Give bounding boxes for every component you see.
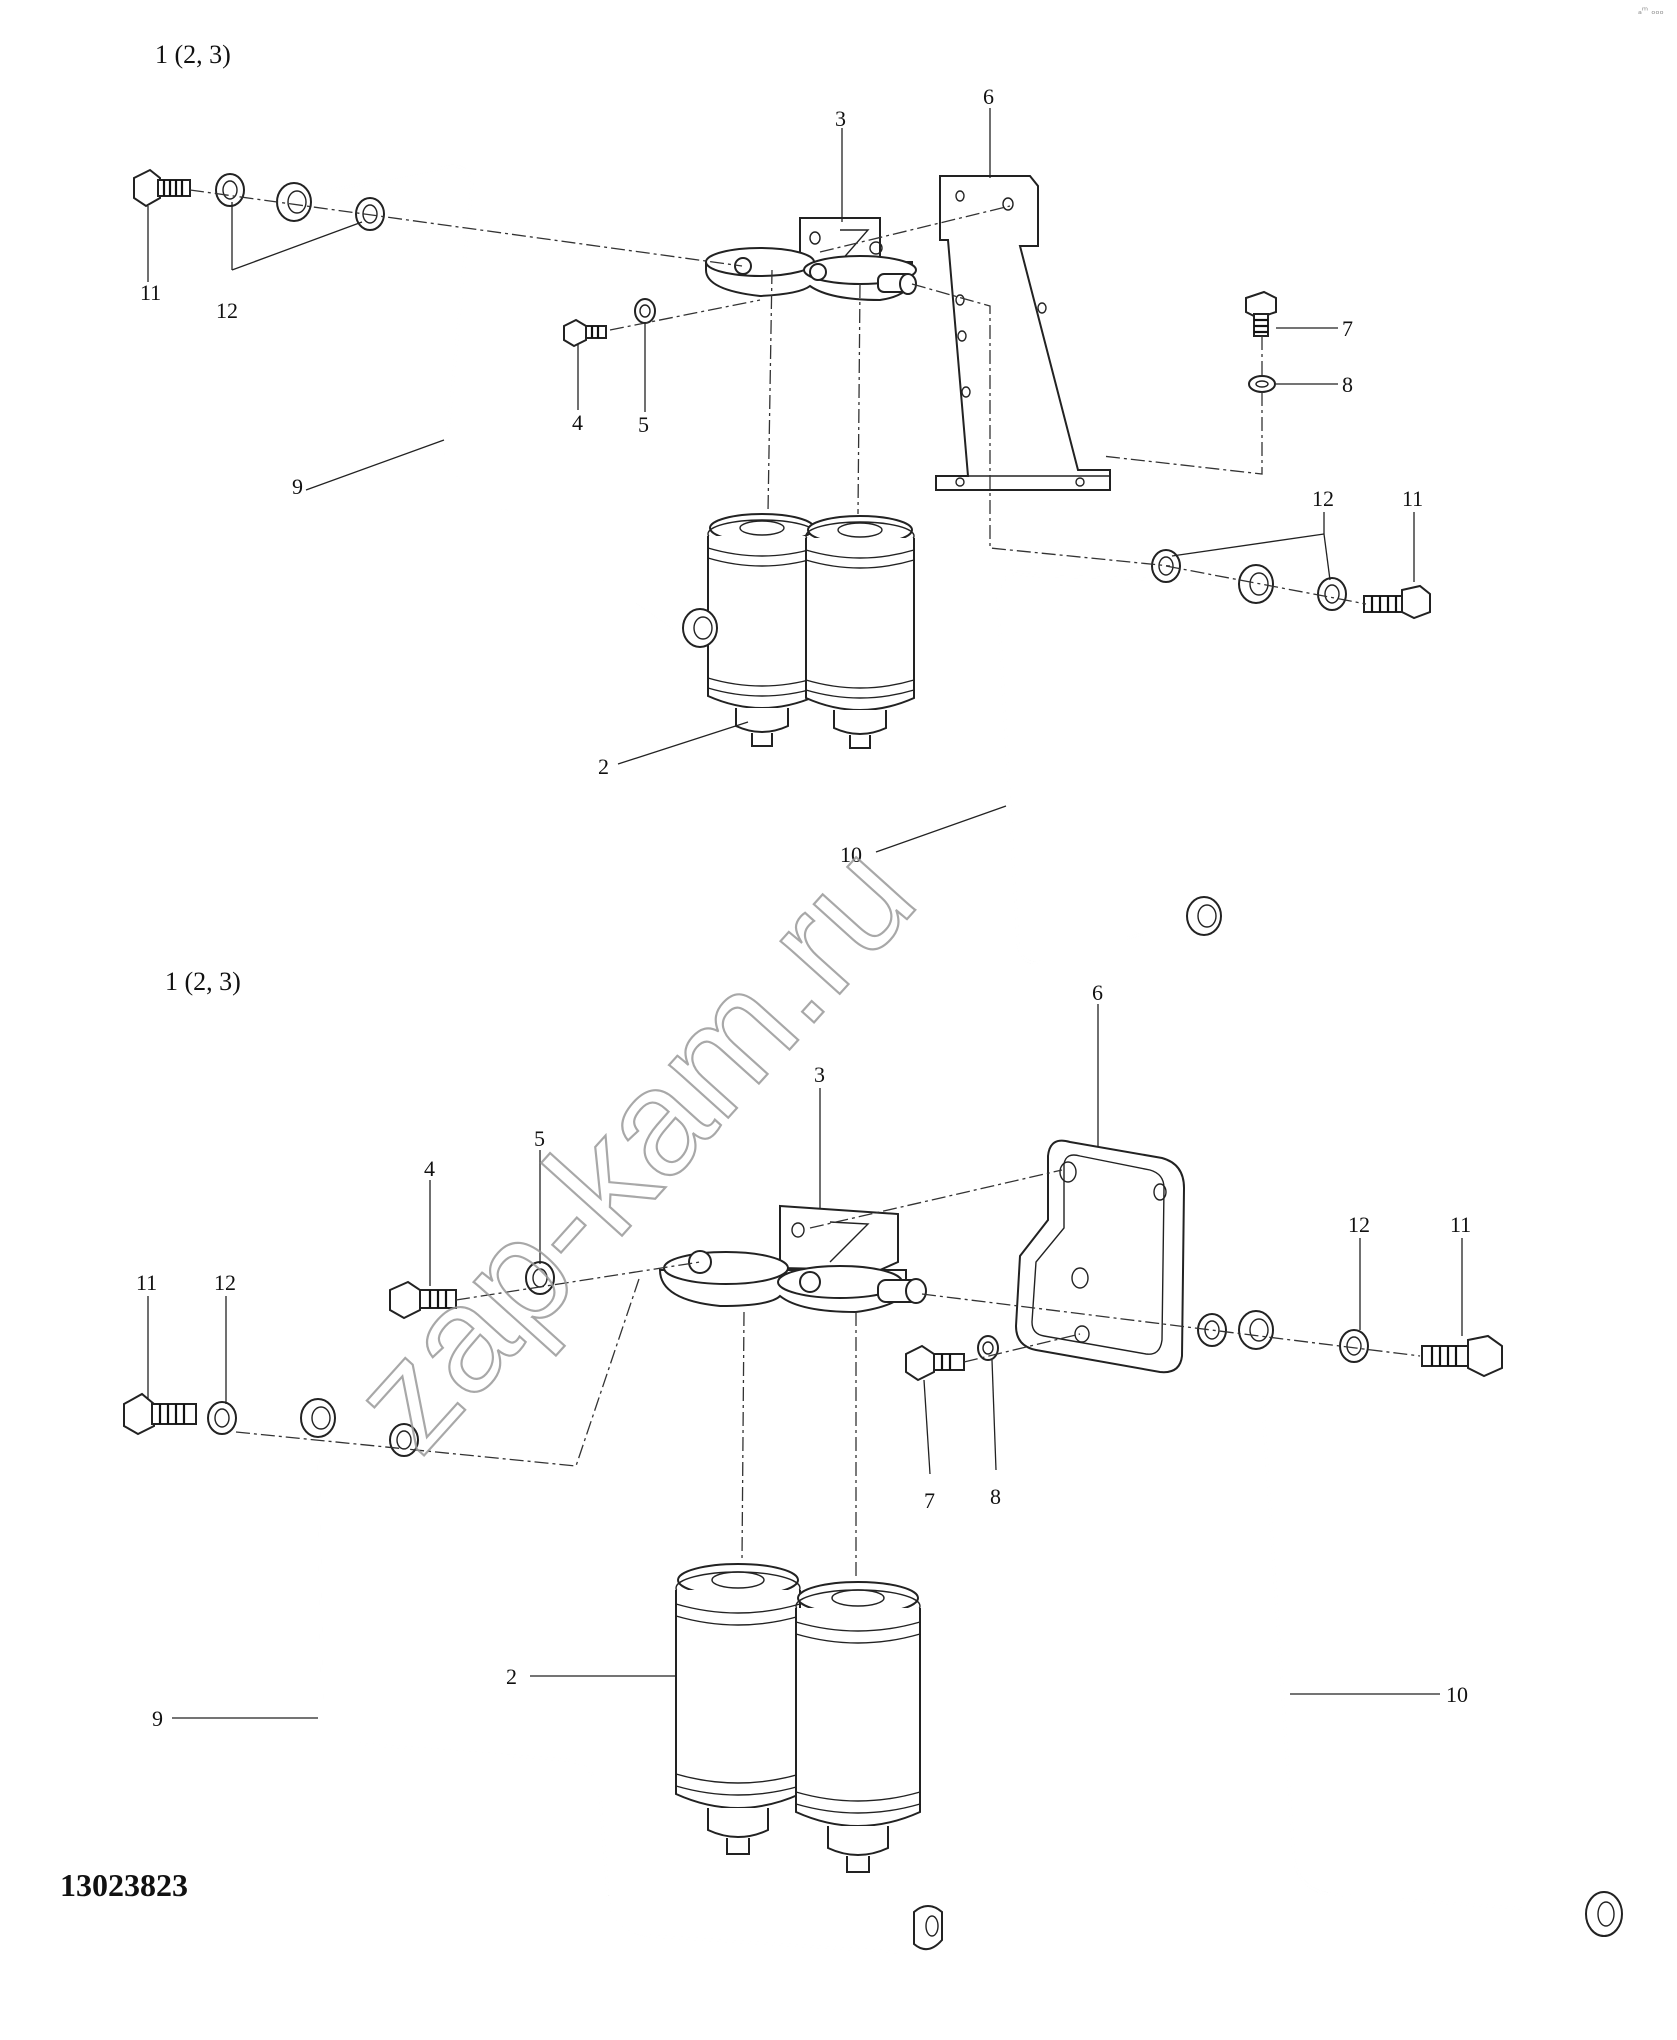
upper-banjo-bolt-right: [1363, 584, 1431, 620]
upper-callout-3: 3: [835, 106, 846, 131]
lower-callout-2: 2: [506, 1664, 517, 1689]
upper-callout-10: 10: [840, 842, 862, 867]
lower-callout-10: 10: [1446, 1682, 1468, 1707]
upper-center-lines: [189, 189, 1367, 605]
lower-flange-plate: [1014, 1139, 1186, 1374]
upper-bolt-4: [563, 318, 607, 348]
upper-washer-5: [634, 298, 656, 324]
upper-washer-12a: [215, 173, 245, 207]
lower-callout-5: 5: [534, 1126, 545, 1151]
upper-callout-5: 5: [638, 412, 649, 437]
upper-filter-right: [805, 515, 915, 749]
upper-filter-left: [707, 513, 817, 747]
upper-callout-9: 9: [292, 474, 303, 499]
lower-bolt-4: [389, 1280, 457, 1320]
upper-view-heading: 1 (2, 3): [155, 40, 231, 69]
lower-filter-left: [675, 1563, 801, 1855]
lower-callout-7: 7: [924, 1488, 935, 1513]
part-number: 13023823: [60, 1867, 188, 1903]
lower-callout-12-left: 12: [214, 1270, 236, 1295]
lower-callout-3: 3: [814, 1062, 825, 1087]
lower-callout-6: 6: [1092, 980, 1103, 1005]
upper-washer-8: [1248, 375, 1276, 393]
upper-callout-11-right: 11: [1402, 486, 1423, 511]
lower-pipe-10: [1238, 1310, 1623, 1937]
upper-callout-11-left: 11: [140, 280, 161, 305]
upper-callout-4: 4: [572, 410, 583, 435]
upper-filter-head: [705, 217, 917, 302]
lower-callout-9: 9: [152, 1706, 163, 1731]
upper-callout-7: 7: [1342, 316, 1353, 341]
lower-callout-8: 8: [990, 1484, 1001, 1509]
lower-banjo-bolt-left: [123, 1392, 197, 1436]
upper-pipe-9: [276, 164, 718, 648]
lower-washer-12a: [207, 1401, 237, 1435]
lower-pipe-9: [300, 1398, 943, 1954]
upper-pipe-10: [996, 564, 1274, 965]
lower-callout-11-right: 11: [1450, 1212, 1471, 1237]
lower-washer-8: [977, 1335, 999, 1361]
upper-callout-12-right: 12: [1312, 486, 1334, 511]
upper-washer-12b: [355, 197, 385, 231]
lower-view: 1 (2, 3): [123, 967, 1623, 1954]
upper-callout-12-left: 12: [216, 298, 238, 323]
upper-banjo-bolt-left: [133, 168, 191, 208]
upper-view: 1 (2, 3): [133, 40, 1431, 965]
lower-bolt-7: [905, 1344, 965, 1382]
lower-callout-11-left: 11: [136, 1270, 157, 1295]
lower-center-lines: [235, 1169, 1421, 1578]
lower-callout-12-right: 12: [1348, 1212, 1370, 1237]
upper-washer-12d: [1317, 577, 1347, 611]
upper-mounting-bracket: [935, 175, 1111, 491]
corner-mark: ₐᵐ ₒₒₒ: [1638, 6, 1664, 17]
upper-bolt-7: [1245, 290, 1277, 337]
upper-callout-6: 6: [983, 84, 994, 109]
lower-washer-12c: [1197, 1313, 1227, 1347]
upper-callout-8: 8: [1342, 372, 1353, 397]
lower-leaders: [147, 1004, 1463, 1719]
lower-banjo-bolt-right: [1421, 1334, 1503, 1378]
upper-leaders: [147, 108, 1415, 853]
lower-callout-4: 4: [424, 1156, 435, 1181]
upper-callout-2: 2: [598, 754, 609, 779]
lower-filter-right: [795, 1581, 921, 1873]
lower-view-heading: 1 (2, 3): [165, 967, 241, 996]
lower-filter-head: [658, 1204, 927, 1314]
watermark: zap-kam.ru: [319, 811, 946, 1481]
